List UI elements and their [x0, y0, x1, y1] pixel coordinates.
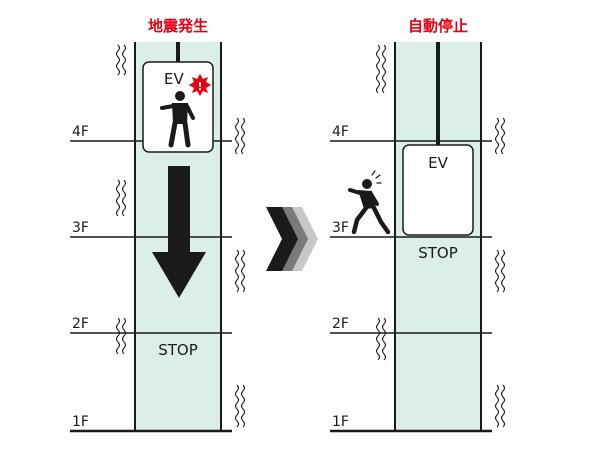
right-car-label: EV [428, 154, 448, 172]
right-panel: 自動停止 4F 3F 2F 1F EV STOP [330, 17, 506, 433]
left-floor-label-4f: 4F [72, 124, 89, 140]
right-floor-label-3f: 3F [332, 220, 349, 236]
right-elevator-car [402, 144, 474, 236]
person-running-icon [348, 170, 391, 235]
left-car-label: EV [164, 70, 184, 88]
left-floor-label-1f: 1F [72, 414, 89, 430]
right-floor-label-4f: 4F [332, 124, 349, 140]
left-stop-label: STOP [158, 341, 198, 359]
left-floor-label-2f: 2F [72, 316, 89, 332]
alert-burst-icon: ! [189, 74, 211, 96]
earthquake-wave-icon [375, 44, 506, 428]
right-floor-label-2f: 2F [332, 316, 349, 332]
left-floor-label-3f: 3F [72, 220, 89, 236]
right-panel-title: 自動停止 [408, 17, 468, 35]
downward-arrow-icon [152, 166, 206, 298]
alert-symbol: ! [197, 80, 202, 93]
right-floor-label-1f: 1F [332, 414, 349, 430]
earthquake-wave-icon [115, 44, 246, 428]
left-panel-title: 地震発生 [148, 17, 208, 35]
right-stop-label: STOP [418, 244, 458, 262]
triple-chevron-right-icon [266, 207, 318, 271]
left-panel: 地震発生 4F 3F 2F 1F EV ! [70, 17, 246, 433]
person-standing-icon [160, 91, 195, 148]
